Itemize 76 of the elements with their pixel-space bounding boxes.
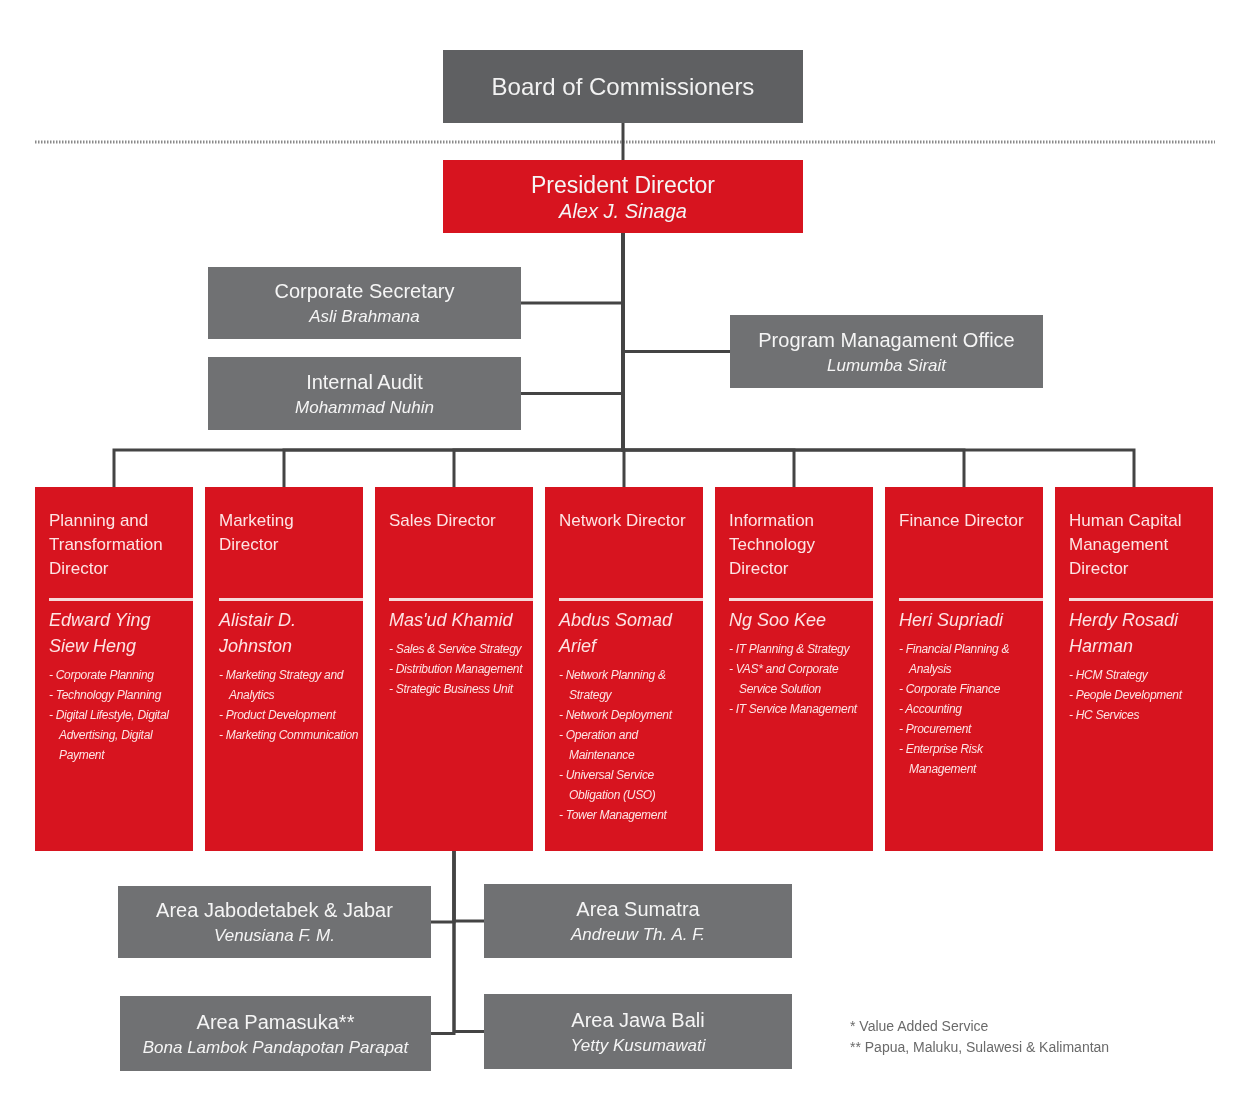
- position-title: Planning and Transformation Director: [49, 487, 193, 601]
- unit-box: [118, 886, 431, 958]
- responsibility-item: - Network Planning & Strategy: [558, 667, 667, 704]
- footnote: * Value Added Service: [850, 1017, 990, 1036]
- responsibility-item: - Strategic Business Unit: [388, 681, 515, 698]
- box-title: Area Pamasuka**: [196, 1009, 355, 1035]
- connector-line: [452, 851, 484, 1033]
- responsibility-item: - Universal Service Obligation (USO): [558, 767, 657, 804]
- responsibility-item: - VAS* and Corporate Service Solution: [728, 661, 840, 698]
- unit-box: [484, 884, 792, 958]
- responsibility-item: - Sales & Service Strategy: [388, 641, 523, 658]
- person-name: Alistair D. Johnston: [217, 609, 297, 658]
- director-column: [1055, 487, 1213, 851]
- position-title: Human Capital Management Director: [1069, 487, 1213, 601]
- person-name: Mas'ud Khamid: [388, 609, 514, 632]
- responsibility-item: - Technology Planning: [48, 687, 163, 704]
- person-name: Mohammad Nuhin: [295, 396, 434, 419]
- person-name: Bona Lambok Pandapotan Parapat: [142, 1036, 409, 1059]
- director-column: [375, 487, 533, 851]
- responsibility-item: - Tower Management: [558, 807, 668, 824]
- unit-box: [730, 315, 1043, 388]
- responsibility-item: - HC Services: [1068, 707, 1141, 724]
- person-name: Venusiana F. M.: [214, 925, 335, 947]
- person-name: Alex J. Sinaga: [559, 198, 687, 223]
- director-column: [885, 487, 1043, 851]
- box-title: Area Jabodetabek & Jabar: [156, 898, 393, 923]
- person-name: Heri Supriadi: [898, 609, 1005, 632]
- person-name: Lumumba Sirait: [826, 354, 947, 377]
- responsibility-item: - IT Service Management: [728, 701, 859, 718]
- responsibility-item: - Procurement: [898, 721, 973, 738]
- director-column: [715, 487, 873, 851]
- connector-line: [621, 123, 625, 160]
- responsibility-item: - Financial Planning & Analysis: [898, 641, 1011, 678]
- box-title: Area Sumatra: [576, 897, 700, 922]
- responsibility-item: - Distribution Management: [388, 661, 524, 678]
- responsibility-item: - Corporate Finance: [898, 681, 1002, 698]
- position-title: Network Director: [559, 487, 703, 601]
- responsibility-item: - IT Planning & Strategy: [728, 641, 851, 658]
- person-name: Yetty Kusumawati: [570, 1034, 706, 1057]
- responsibility-item: - People Development: [1068, 687, 1184, 704]
- box-title: Internal Audit: [306, 369, 423, 395]
- responsibility-item: - Marketing Strategy and Analytics: [218, 667, 345, 704]
- director-column: [205, 487, 363, 851]
- footnote: ** Papua, Maluku, Sulawesi & Kalimantan: [850, 1038, 1110, 1057]
- person-name: Asli Brahmana: [309, 306, 420, 328]
- person-name: Herdy Rosadi Harman: [1068, 609, 1180, 658]
- person-name: Ng Soo Kee: [728, 609, 828, 632]
- board-box: [443, 50, 803, 123]
- position-title: Finance Director: [899, 487, 1043, 601]
- responsibility-item: - Corporate Planning: [48, 667, 155, 684]
- responsibility-item: - Operation and Maintenance: [558, 727, 640, 764]
- position-title: Information Technology Director: [729, 487, 873, 601]
- person-name: Abdus Somad Arief: [557, 609, 674, 658]
- box-title: Area Jawa Bali: [571, 1007, 705, 1033]
- responsibility-item: - Network Deployment: [558, 707, 674, 724]
- responsibility-item: - HCM Strategy: [1068, 667, 1149, 684]
- responsibility-item: - Accounting: [898, 701, 963, 718]
- director-column: [35, 487, 193, 851]
- responsibility-item: - Enterprise Risk Management: [898, 741, 984, 778]
- unit-box: [208, 357, 521, 430]
- position-title: Marketing Director: [219, 487, 363, 601]
- box-title: Program Managament Office: [758, 327, 1015, 353]
- director-box: [443, 160, 803, 233]
- responsibility-item: - Digital Lifestyle, Digital Advertising, Digital Payment: [48, 707, 170, 764]
- responsibility-item: - Product Development: [218, 707, 337, 724]
- unit-box: [208, 267, 521, 339]
- director-column: [545, 487, 703, 851]
- unit-box: [120, 996, 431, 1071]
- box-title: Corporate Secretary: [274, 279, 455, 304]
- person-name: Andreuw Th. A. F.: [570, 924, 706, 946]
- responsibility-item: - Marketing Communication: [218, 727, 360, 744]
- unit-box: [484, 994, 792, 1069]
- box-title: President Director: [530, 170, 716, 199]
- box-title: Board of Commissioners: [491, 71, 755, 102]
- person-name: Edward Ying Siew Heng: [48, 609, 152, 658]
- position-title: Sales Director: [389, 487, 533, 601]
